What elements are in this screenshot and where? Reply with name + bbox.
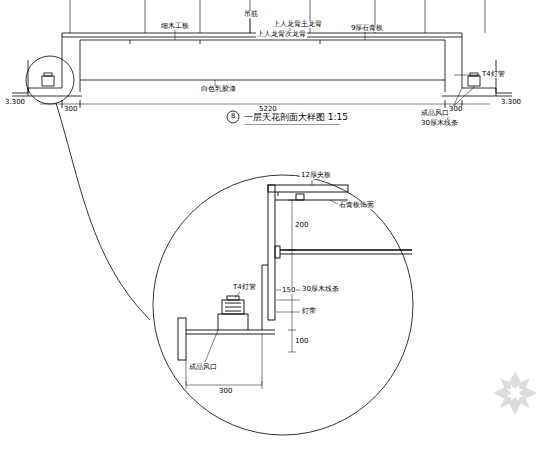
material-note: T4灯管 [232, 284, 257, 291]
elevation-mark: 3.300 [500, 99, 522, 106]
material-note: 9厚石膏板 [350, 25, 384, 32]
material-note: 上人龙骨主龙骨 [272, 21, 323, 28]
dimension: 300 [63, 106, 78, 113]
material-note: 成品风口 [188, 364, 218, 371]
material-note: 吊筋 [243, 11, 259, 18]
material-note: 12厚夹板 [300, 172, 332, 179]
elevation-mark: 3.300 [4, 99, 26, 106]
dimension: 300 [448, 106, 463, 113]
material-note: 上人龙骨次龙骨 [256, 31, 307, 38]
dimension: 100 [294, 338, 309, 345]
material-note: 30厚木线条 [301, 286, 340, 293]
dimension: 300 [218, 388, 233, 395]
material-note: 白色乳胶漆 [200, 86, 237, 93]
dimension: 150 [281, 287, 296, 294]
dimension: 5220 [258, 106, 278, 113]
material-note: 细木工板 [160, 23, 190, 30]
material-note: T4灯管 [481, 71, 506, 78]
material-note: 灯带 [301, 308, 317, 315]
callout-number: 8 [230, 113, 236, 120]
material-note: 成品风口 [420, 110, 450, 117]
dimension: 200 [294, 222, 309, 229]
material-note: 30厚木线条 [420, 120, 459, 127]
material-note: 石膏板饰面 [338, 202, 375, 209]
